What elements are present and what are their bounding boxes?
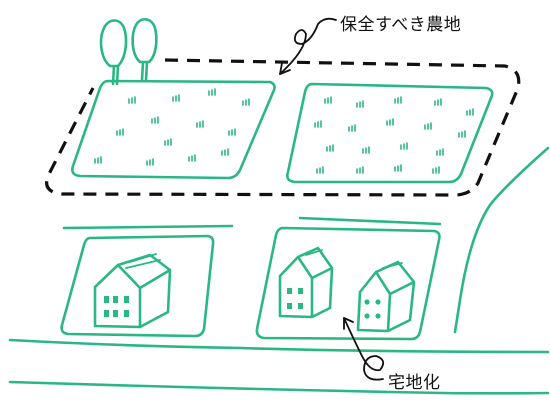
crop-tuft bbox=[172, 94, 180, 102]
road-network bbox=[8, 146, 550, 395]
crop-tuft bbox=[386, 118, 394, 126]
crop-tuft bbox=[242, 98, 250, 106]
crop-tuft bbox=[228, 128, 236, 136]
road-edge-bottom bbox=[8, 380, 550, 395]
residential-conversion-label: 宅地化 bbox=[388, 373, 441, 393]
crop-tuft bbox=[458, 130, 466, 138]
farmland-preserve-label: 保全すべき農地 bbox=[340, 15, 462, 35]
crop-tuft bbox=[434, 98, 442, 106]
crop-tuft bbox=[208, 88, 216, 96]
crop-tuft bbox=[164, 138, 172, 146]
farmland-annotation-arrow bbox=[279, 17, 337, 75]
crop-tuft bbox=[394, 164, 402, 172]
crop-tuft bbox=[116, 128, 124, 136]
farm-field-left bbox=[71, 79, 276, 180]
crop-tuft bbox=[316, 166, 324, 174]
road-edge-upper-right bbox=[298, 216, 442, 226]
crop-tuft bbox=[362, 146, 370, 154]
crop-tuft bbox=[348, 124, 356, 132]
crop-markings bbox=[94, 88, 474, 174]
crop-tuft bbox=[221, 148, 229, 156]
crop-tuft bbox=[394, 96, 402, 104]
crop-tuft bbox=[436, 148, 444, 156]
road-edge-right-curve bbox=[453, 146, 550, 334]
crop-tuft bbox=[146, 158, 154, 166]
crop-tuft bbox=[324, 96, 332, 104]
crop-tuft bbox=[196, 120, 204, 128]
crop-tuft bbox=[356, 100, 364, 108]
crop-tuft bbox=[424, 122, 432, 130]
tree-left bbox=[99, 19, 128, 86]
crop-tuft bbox=[128, 96, 136, 104]
road-edge-lower bbox=[8, 338, 550, 354]
crop-tuft bbox=[94, 156, 102, 164]
crop-tuft bbox=[432, 166, 440, 174]
tree-group bbox=[99, 18, 158, 86]
farm-field-right bbox=[286, 82, 494, 184]
crop-tuft bbox=[314, 120, 322, 128]
residential-lot-left bbox=[60, 234, 215, 338]
crop-tuft bbox=[356, 166, 364, 174]
house-right-lot-2 bbox=[356, 260, 416, 333]
residential-lot-right bbox=[255, 226, 441, 341]
residential-annotation-arrow bbox=[343, 317, 385, 381]
house-right-lot-1 bbox=[278, 246, 334, 319]
crop-tuft bbox=[326, 144, 334, 152]
house-left-lot bbox=[93, 253, 172, 329]
crop-tuft bbox=[151, 116, 159, 124]
road-edge-upper bbox=[62, 224, 234, 230]
crop-tuft bbox=[466, 108, 474, 116]
farmland-boundary-dashed bbox=[45, 58, 521, 197]
crop-tuft bbox=[400, 142, 408, 150]
crop-tuft bbox=[188, 154, 196, 162]
tree-right bbox=[131, 18, 158, 82]
